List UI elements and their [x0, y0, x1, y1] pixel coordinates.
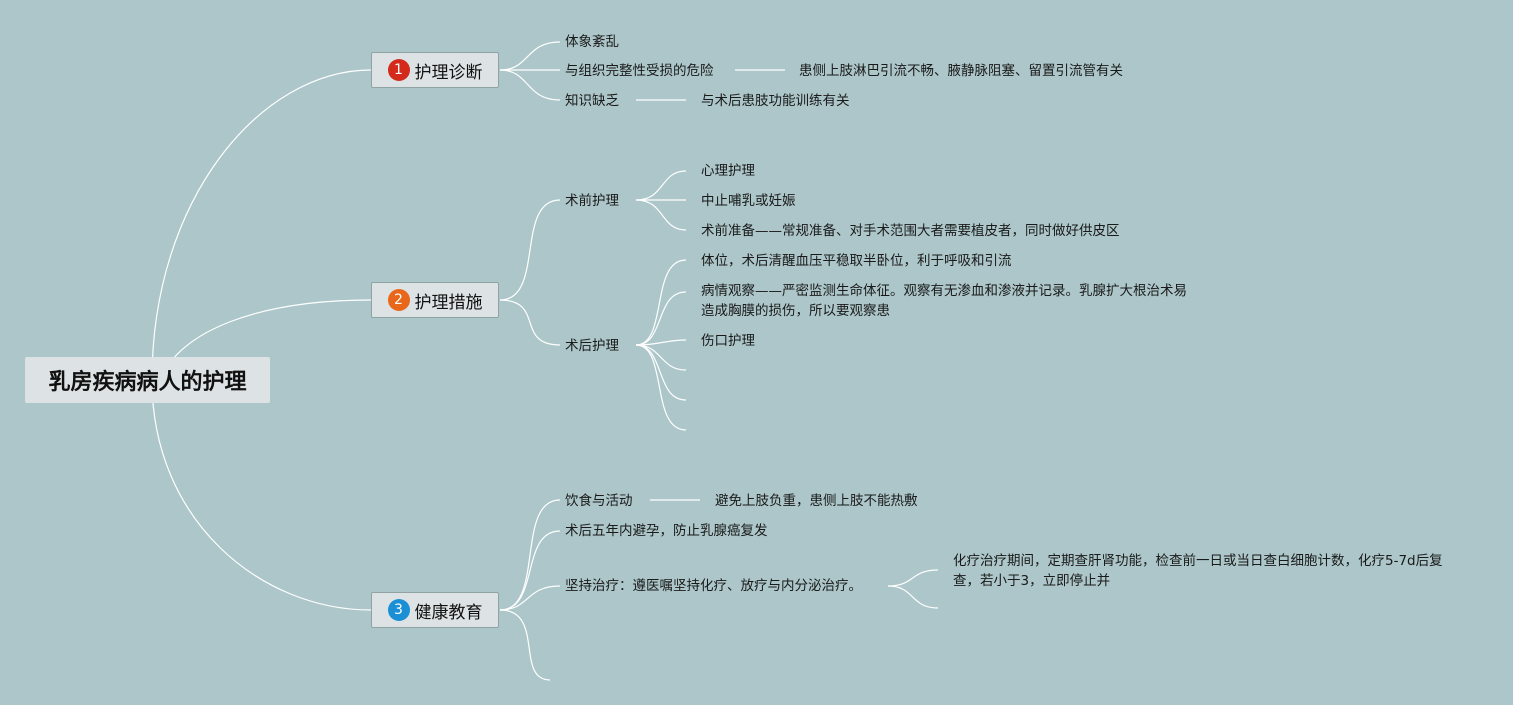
topic-postoperative-care[interactable]: 术后护理 [565, 338, 619, 354]
link-b3-i2 [499, 530, 561, 611]
link-b3-i3-c2 [887, 585, 939, 609]
link-b1-i3 [499, 69, 561, 101]
link-b2-post [499, 299, 561, 346]
topic-preoperative-prep[interactable]: 术前准备——常规准备、对手术范围大者需要植皮者，同时做好供皮区 [701, 223, 1120, 239]
link-post-c6 [635, 344, 687, 431]
branch-label: 护理措施 [414, 292, 483, 313]
topic-body-position[interactable]: 体位，术后清醒血压平稳取半卧位，利于呼吸和引流 [701, 253, 1012, 269]
topic-contraception[interactable]: 术后五年内避孕，防止乳腺癌复发 [565, 523, 768, 539]
root-topic[interactable]: 乳房疾病病人的护理 [25, 357, 270, 403]
link-b1-i1 [499, 41, 561, 71]
topic-wound-care[interactable]: 伤口护理 [701, 333, 755, 349]
link-b3-i1 [499, 499, 561, 611]
link-pre-c3 [635, 199, 687, 231]
branch-nursing-diagnosis[interactable]: 1 护理诊断 [371, 52, 499, 88]
topic-chemo-monitoring[interactable]: 化疗治疗期间，定期查肝肾功能，检查前一日或当日查白细胞计数，化疗5-7d后复查，… [953, 553, 1443, 589]
topic-tissue-integrity-risk[interactable]: 与组织完整性受损的危险 [565, 63, 714, 79]
topic-body-image-disorder[interactable]: 体象紊乱 [565, 34, 619, 50]
branch-health-education[interactable]: 3 健康教育 [371, 592, 499, 628]
link-post-c2 [635, 291, 687, 346]
link-root-b1 [151, 69, 372, 381]
branch-nursing-measures[interactable]: 2 护理措施 [371, 282, 499, 318]
branch-label: 护理诊断 [414, 62, 483, 83]
topic-stop-lactation[interactable]: 中止哺乳或妊娠 [701, 193, 796, 209]
link-b2-pre [499, 199, 561, 301]
branch-label: 健康教育 [414, 602, 483, 623]
topic-knowledge-deficit-detail[interactable]: 与术后患肢功能训练有关 [701, 93, 850, 109]
link-root-b3 [151, 379, 372, 611]
link-post-c5 [635, 344, 687, 401]
link-b3-i4 [499, 609, 551, 681]
root-topic-label: 乳房疾病病人的护理 [48, 370, 247, 395]
number-badge-icon: 2 [387, 289, 410, 311]
link-pre-c1 [635, 170, 687, 201]
link-post-c4 [635, 344, 687, 371]
topic-tissue-integrity-detail[interactable]: 患侧上肢淋巴引流不畅、腋静脉阻塞、留置引流管有关 [799, 63, 1123, 79]
link-b3-i3 [499, 585, 561, 611]
number-badge-icon: 3 [387, 599, 410, 621]
link-post-c1 [635, 259, 687, 346]
topic-diet-activity[interactable]: 饮食与活动 [565, 493, 633, 509]
topic-diet-activity-detail[interactable]: 避免上肢负重，患侧上肢不能热敷 [715, 493, 918, 509]
topic-persist-treatment[interactable]: 坚持治疗：遵医嘱坚持化疗、放疗与内分泌治疗。 [565, 578, 862, 594]
link-b3-i3-c1 [887, 569, 939, 587]
number-badge-icon: 1 [387, 59, 410, 81]
topic-psychological-care[interactable]: 心理护理 [701, 163, 755, 179]
topic-preoperative-care[interactable]: 术前护理 [565, 193, 619, 209]
topic-condition-observation[interactable]: 病情观察——严密监测生命体征。观察有无渗血和渗液并记录。乳腺扩大根治术易造成胸膜… [701, 283, 1187, 319]
topic-knowledge-deficit[interactable]: 知识缺乏 [565, 93, 619, 109]
